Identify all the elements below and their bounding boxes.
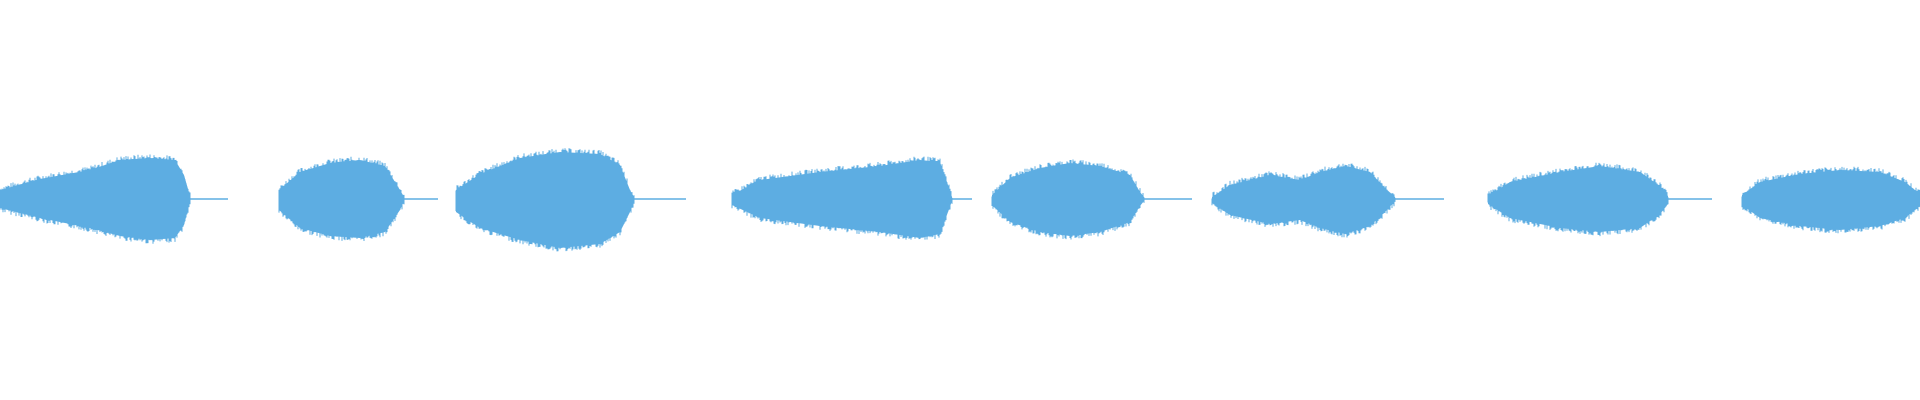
waveform-segment xyxy=(1741,166,1920,234)
waveform-segment xyxy=(455,148,686,252)
waveform-segment xyxy=(278,156,438,241)
waveform-samples xyxy=(0,154,191,244)
waveform-segment xyxy=(1487,162,1712,237)
waveform-samples xyxy=(991,159,1145,240)
waveform-samples xyxy=(1741,166,1920,234)
waveform-samples xyxy=(731,156,953,240)
waveform-samples xyxy=(278,156,405,241)
waveform-segment xyxy=(991,159,1192,240)
waveform-segment xyxy=(731,156,972,240)
waveform-segment xyxy=(0,154,228,244)
waveform-segment xyxy=(1211,163,1444,238)
waveform-samples xyxy=(455,148,635,252)
waveform-samples xyxy=(1487,162,1669,237)
waveform-samples xyxy=(1211,163,1396,238)
